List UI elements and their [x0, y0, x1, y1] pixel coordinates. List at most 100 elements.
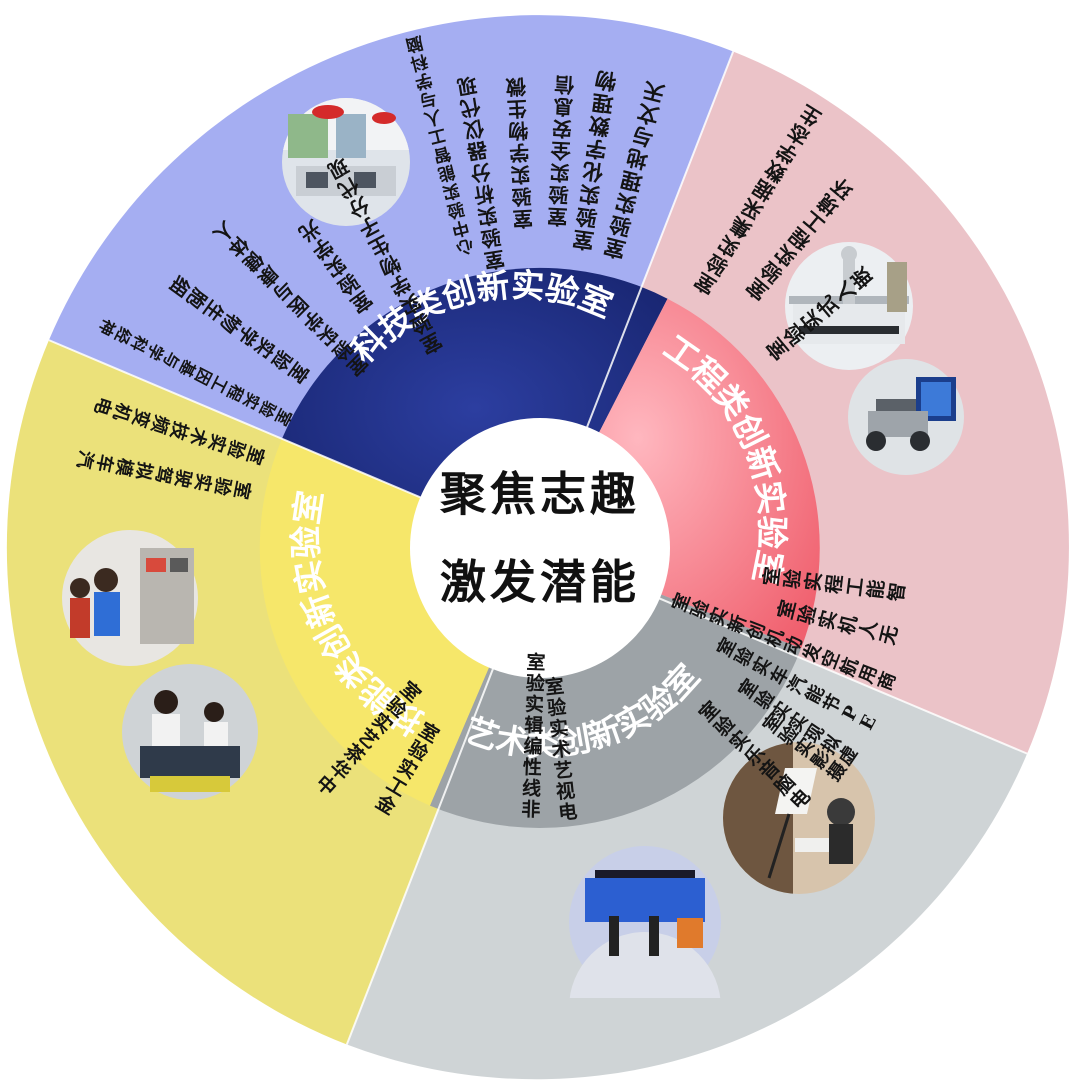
lab-label-char: 实 [204, 431, 230, 455]
lab-label-char: 艺 [553, 759, 574, 783]
lab-label-char: 线 [522, 777, 542, 801]
lab-label-char: 室 [759, 566, 784, 588]
lab-label-char: 信 [554, 72, 575, 97]
lab-label-char: 性 [522, 756, 542, 780]
lab-label-char: 验 [525, 672, 546, 696]
lab-label-char: 验 [546, 695, 568, 720]
lab-label-char: 数 [586, 112, 611, 140]
lab-label-char: 因 [191, 365, 215, 388]
lab-label-char: 实 [801, 571, 826, 593]
lab-label-char: 实 [548, 716, 569, 741]
lab-label-char: 验 [780, 567, 805, 590]
lab-label-char: 电 [557, 800, 578, 825]
lab-label-char: 室 [526, 651, 546, 675]
lab-label-char: 驶 [171, 468, 196, 490]
lab-label-char: 程 [823, 573, 847, 595]
lab-label-char: 能 [436, 161, 458, 185]
lab-label-char: 变 [128, 406, 154, 430]
lab-label-char: 理 [590, 90, 614, 118]
science-lab-photo-icon [282, 98, 410, 226]
lab-label-char: 学 [413, 69, 435, 93]
lab-label-char: 车 [92, 452, 117, 474]
lab-label-char: 非 [521, 798, 541, 821]
engine-workshop-photo-icon [122, 664, 258, 800]
lab-label-char: 心 [454, 234, 475, 258]
lab-label-char: 实 [510, 162, 531, 187]
lab-label-char: 实 [578, 181, 602, 209]
lab-label-char: 科 [127, 332, 151, 355]
lab-label-char: 生 [506, 96, 527, 121]
lab-label-char: 字 [584, 135, 608, 163]
lab-label-char: 无 [876, 623, 902, 647]
lab-label-char: 室 [547, 204, 568, 229]
lab-label-char: 驾 [151, 464, 176, 486]
lab-label-char: 程 [223, 381, 247, 404]
lab-label-char: 析 [472, 181, 496, 208]
lab-label-char: 工 [844, 576, 868, 598]
lab-label-char: 实 [525, 693, 545, 717]
lab-label-char: 息 [552, 94, 573, 119]
lab-label-char: 验 [444, 198, 467, 223]
lab-label-char: 工 [207, 373, 231, 396]
lab-label-char: 术 [551, 738, 572, 762]
lab-label-char: 能 [863, 578, 888, 600]
lab-label-char: 器 [464, 137, 489, 164]
robot-car-photo-icon [848, 359, 964, 475]
lab-label-char: 工 [427, 124, 448, 148]
lab-label-char: 室 [483, 246, 507, 273]
lab-label-char: 验 [511, 184, 532, 209]
center-line-2: 激发潜能 [440, 555, 640, 609]
lab-label-char: 机 [109, 400, 135, 424]
lab-label-char: 代 [458, 94, 482, 121]
lab-label-char: 电 [90, 394, 116, 418]
lab-label-char: 实 [239, 389, 263, 412]
engineering-lab-photo-icon [785, 242, 913, 370]
lab-label-char: 室 [512, 206, 533, 231]
lab-label-char: 频 [147, 413, 173, 437]
lab-label-char: 脑 [404, 32, 426, 56]
lab-label-char: 中 [450, 216, 472, 240]
lab-label-char: 分 [469, 159, 493, 186]
lab-label-char: 室 [271, 406, 295, 429]
lab-label-char: 微 [505, 74, 527, 99]
lab-label-char: 物 [507, 118, 528, 143]
lab-label-char: 模 [112, 456, 137, 479]
lab-label-char: 室 [571, 226, 595, 254]
lab-label-char: 现 [455, 72, 479, 99]
lab-label-char: 化 [581, 158, 605, 186]
lab-label-char: 智 [431, 142, 453, 166]
lab-label-char: 汽 [72, 449, 97, 471]
lab-label-char: 辑 [524, 714, 544, 738]
lab-label-char: 全 [549, 138, 572, 163]
lab-label-char: 验 [548, 182, 569, 207]
lab-label-char: 安 [551, 116, 572, 141]
lab-label-char: 实 [549, 160, 570, 185]
lab-label-char: 室 [544, 674, 565, 699]
lab-label-char: 术 [185, 425, 211, 449]
tv-studio-photo-icon [569, 846, 721, 998]
lab-label-char: 验 [479, 224, 503, 251]
lab-label-char: 人 [421, 105, 443, 129]
lab-label-char: 室 [230, 479, 255, 501]
lab-label-char: 拟 [131, 460, 156, 482]
center-circle [410, 418, 670, 678]
lab-label-char: 机 [836, 613, 862, 637]
lab-label-char: 编 [523, 735, 543, 759]
lab-label-char: 学 [143, 340, 167, 363]
center-line-1: 聚焦志趣 [439, 467, 640, 521]
lab-label-char: 实 [190, 472, 215, 494]
lab-label-char: 学 [509, 140, 530, 165]
lab-label-char: 神 [95, 316, 119, 339]
lab-label-char: 科 [408, 50, 430, 74]
lab-label-char: 实 [476, 203, 500, 230]
lab-label-char: 智 [884, 581, 909, 603]
